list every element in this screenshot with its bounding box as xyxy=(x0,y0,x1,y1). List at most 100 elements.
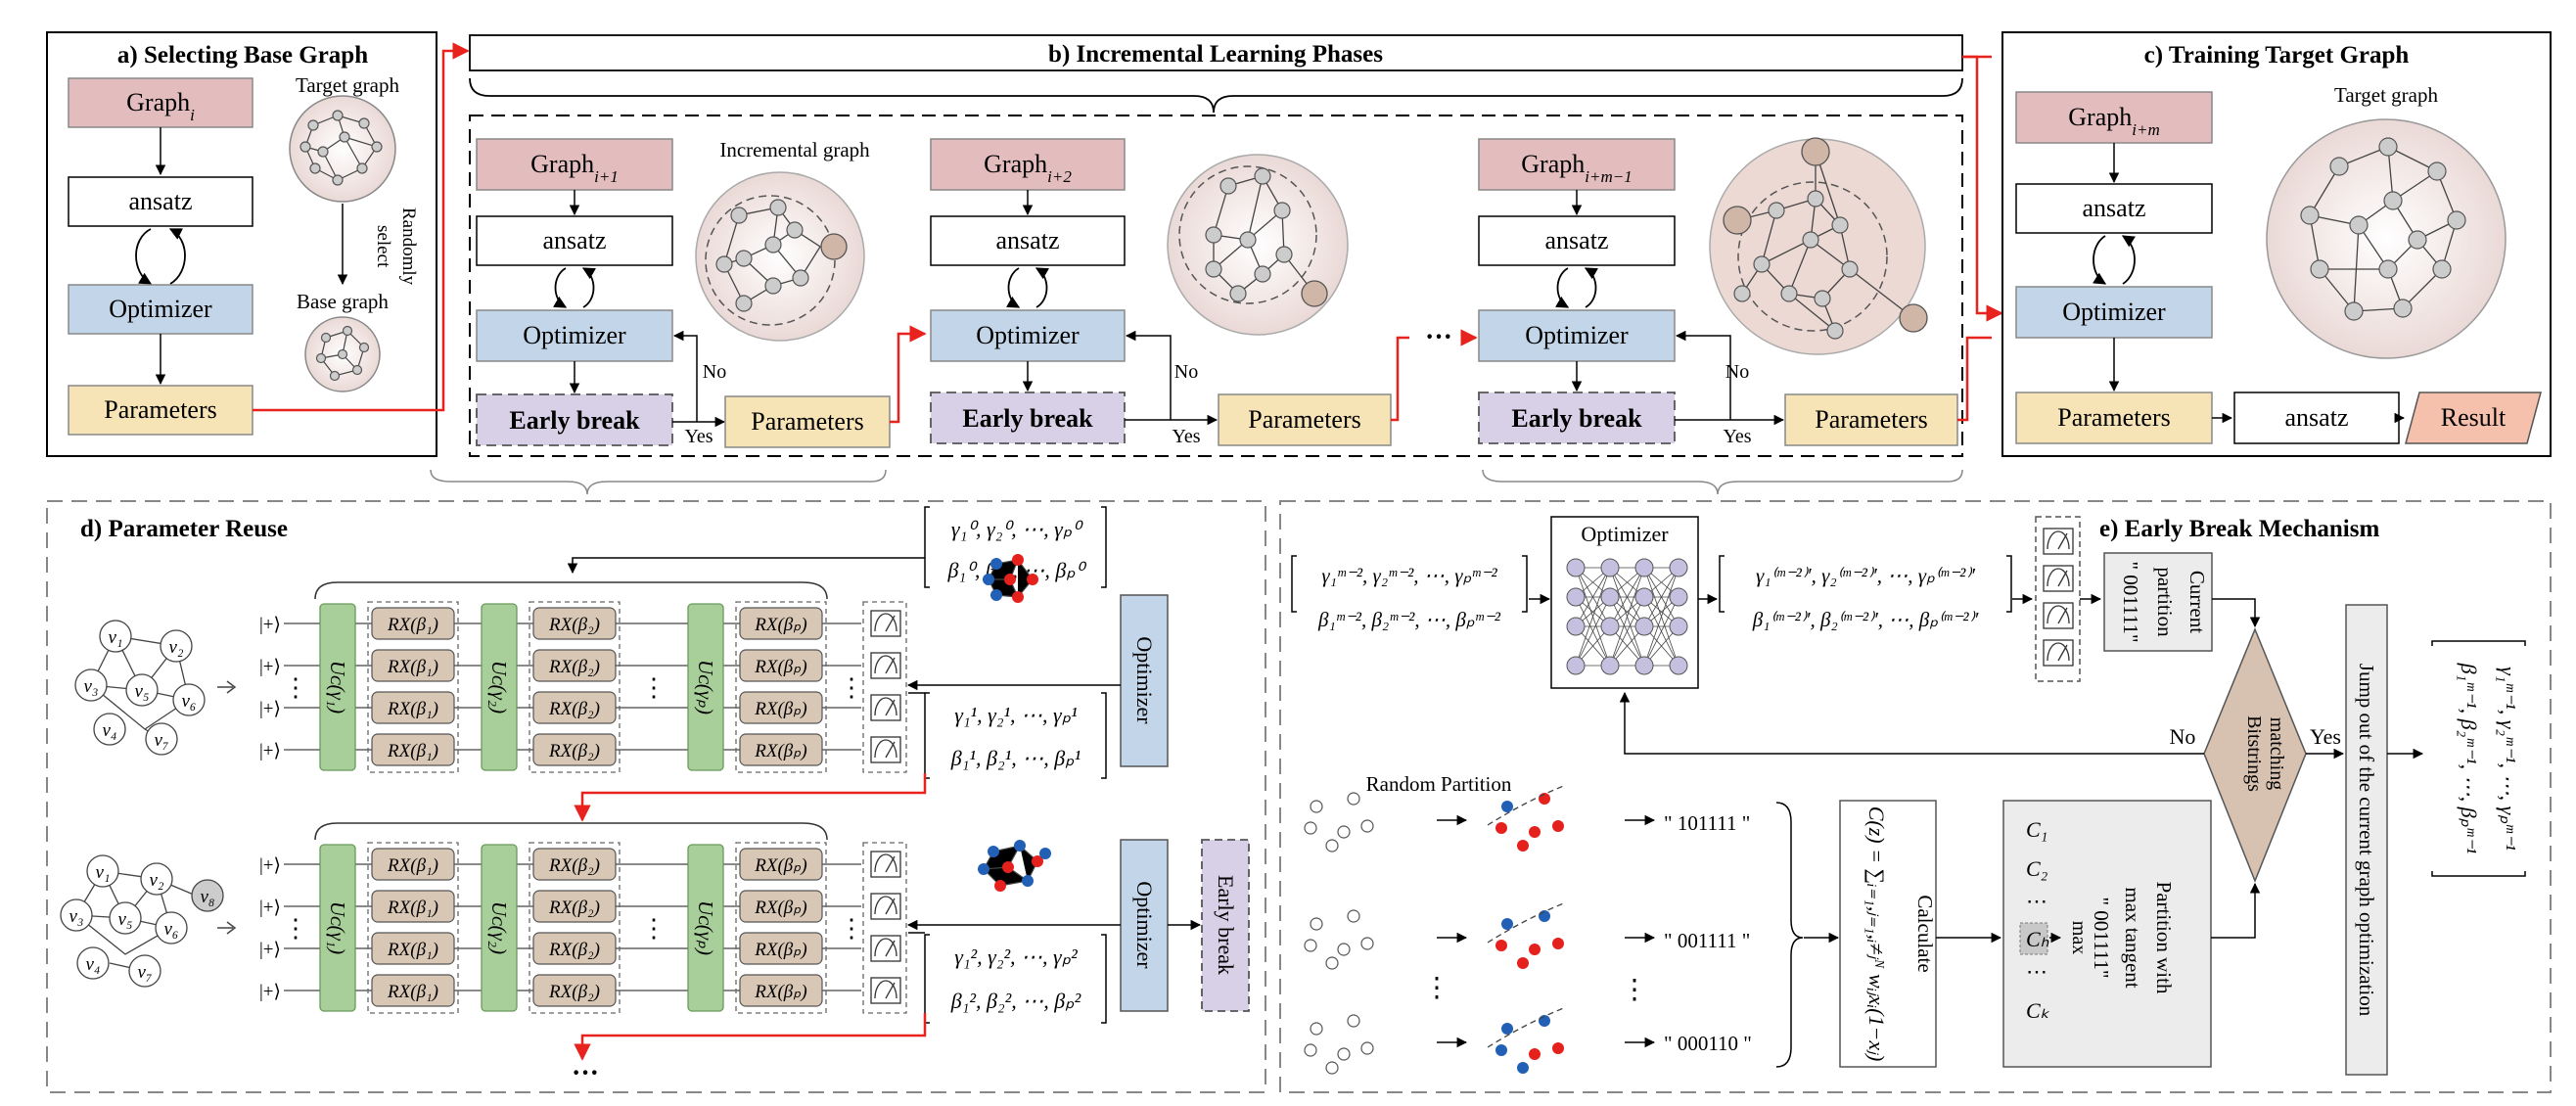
svg-text:γ₁², γ₂², ⋯, γₚ²: γ₁², γ₂², ⋯, γₚ² xyxy=(954,945,1078,969)
random-partitions xyxy=(1304,784,1656,1075)
svg-text:Parameters: Parameters xyxy=(1815,405,1928,434)
svg-text:RX(β₁): RX(β₁) xyxy=(387,657,438,677)
bitstring-1: " 101111 " xyxy=(1664,811,1750,835)
rx-gate xyxy=(532,691,617,724)
svg-text:ansatz: ansatz xyxy=(1545,226,1609,254)
svg-text:⋮: ⋮ xyxy=(283,914,308,943)
svg-text:v₁: v₁ xyxy=(108,627,122,648)
graph-2-nodes: v₁ v₂ v₈ v₃ v₅ v₆ v₄ v₇ xyxy=(60,854,237,988)
neural-net xyxy=(1566,558,1688,675)
rx-gate xyxy=(739,932,823,965)
bitstring-3: " 000110 " xyxy=(1664,1032,1752,1055)
phase-3: Graphi+m−1 ansatz Optimizer Early break … xyxy=(1478,137,1992,447)
rx-gate xyxy=(739,607,823,640)
graph-1-nodes: v₁ v₂ v₃ v₅ v₆ v₄ v₇ xyxy=(74,620,237,756)
measurement-icon xyxy=(870,694,901,721)
nn-optimizer: Optimizer xyxy=(1550,516,1699,689)
graph-i2-box xyxy=(930,138,1126,191)
uc-gate xyxy=(687,603,724,771)
svg-text:max tangent: max tangent xyxy=(2121,887,2144,988)
svg-text:Optimizer: Optimizer xyxy=(523,321,626,349)
rx-gate xyxy=(371,974,455,1007)
uc-gate xyxy=(481,844,518,1012)
svg-text:RX(β₂): RX(β₂) xyxy=(548,615,600,635)
svg-text:v₆: v₆ xyxy=(163,919,178,940)
svg-text:⋮: ⋮ xyxy=(1621,975,1648,1005)
panel-d-title: d) Parameter Reuse xyxy=(80,516,288,542)
svg-text:C₁: C₁ xyxy=(2026,817,2047,842)
ket-plus: |+⟩ xyxy=(259,982,281,1002)
input-params: γ₁ᵐ⁻², γ₂ᵐ⁻², ⋯, γₚᵐ⁻² β₁ᵐ⁻², β₂ᵐ⁻², ⋯, … xyxy=(1291,555,1528,631)
phase-2-ansatz xyxy=(930,215,1126,266)
svg-text:Yes: Yes xyxy=(1723,426,1751,447)
rx-gate xyxy=(532,649,617,682)
measurement-icon xyxy=(870,893,901,920)
svg-text:v₅: v₅ xyxy=(117,909,132,930)
phase-1-optimizer xyxy=(476,309,673,362)
svg-text:" 001111": " 001111" xyxy=(2119,561,2142,642)
svg-text:RX(β₂): RX(β₂) xyxy=(548,657,600,677)
ket-plus: |+⟩ xyxy=(259,615,281,635)
svg-text:RX(βₚ): RX(βₚ) xyxy=(754,982,806,1002)
rx-gate xyxy=(739,974,823,1007)
rx-gate xyxy=(739,649,823,682)
svg-text:γ₁⁽ᵐ⁻²⁾′, γ₂⁽ᵐ⁻²⁾′, ⋯, γₚ⁽ᵐ⁻²⁾: γ₁⁽ᵐ⁻²⁾′, γ₂⁽ᵐ⁻²⁾′, ⋯, γₚ⁽ᵐ⁻²⁾′ xyxy=(1756,564,1975,587)
svg-text:v₆: v₆ xyxy=(181,691,196,712)
svg-text:RX(βₚ): RX(βₚ) xyxy=(754,699,806,719)
measurement-icon xyxy=(2043,528,2074,555)
svg-text:γ₁⁰, γ₂⁰, ⋯, γₚ⁰: γ₁⁰, γ₂⁰, ⋯, γₚ⁰ xyxy=(951,517,1083,541)
ansatz-label: ansatz xyxy=(129,187,193,215)
svg-text:⋯: ⋯ xyxy=(2026,959,2047,984)
incremental-graph-icon-2 xyxy=(1167,154,1349,336)
base-graph-icon xyxy=(304,316,381,392)
svg-text:⋮: ⋮ xyxy=(1423,973,1450,1003)
svg-text:β₁ᵐ⁻¹, β₂ᵐ⁻¹, ⋯, βₚᵐ⁻¹: β₁ᵐ⁻¹, β₂ᵐ⁻¹, ⋯, βₚᵐ⁻¹ xyxy=(2457,663,2481,854)
svg-text:max: max xyxy=(2068,921,2090,954)
svg-text:Current: Current xyxy=(2185,571,2209,633)
graph-im1-label: Graphi+m−1 xyxy=(1521,150,1632,186)
rx-gate xyxy=(532,733,617,766)
target-graph-icon xyxy=(289,95,396,203)
svg-text:RX(β₂): RX(β₂) xyxy=(548,699,600,719)
svg-text:No: No xyxy=(2170,724,2196,749)
measurement-icon xyxy=(870,935,901,962)
rx-gate xyxy=(532,890,617,923)
ket-plus: |+⟩ xyxy=(259,940,281,960)
ket-plus: |+⟩ xyxy=(259,898,281,918)
svg-text:Early break: Early break xyxy=(962,404,1093,433)
svg-text:RX(β₁): RX(β₁) xyxy=(387,898,438,918)
svg-text:ansatz: ansatz xyxy=(543,226,607,254)
phase-3-early-break xyxy=(1478,392,1676,444)
svg-text:RX(βₚ): RX(βₚ) xyxy=(754,940,806,960)
phase-2-optimizer xyxy=(930,309,1126,362)
svg-text:Yes: Yes xyxy=(1172,426,1200,447)
measurement-icon xyxy=(870,610,901,637)
svg-text:Parameters: Parameters xyxy=(751,407,864,436)
svg-text:Optimizer: Optimizer xyxy=(976,321,1080,349)
svg-text:RX(βₚ): RX(βₚ) xyxy=(754,657,806,677)
panel-c-parameters xyxy=(2015,392,2213,444)
circuits: |+⟩|+⟩|+⟩|+⟩⋮⋮⋮Uᴄ(γ₁)RX(β₁)RX(β₁)RX(β₁)R… xyxy=(259,581,907,1014)
rx-gate xyxy=(532,607,617,640)
svg-text:" 001111": " 001111" xyxy=(2090,897,2113,978)
rx-gate xyxy=(371,890,455,923)
select-label: select xyxy=(373,225,393,268)
svg-text:RX(β₂): RX(β₂) xyxy=(548,940,600,960)
svg-text:RX(β₁): RX(β₁) xyxy=(387,940,438,960)
graph-im-box xyxy=(2015,91,2213,144)
panel-d-ellipsis: ··· xyxy=(572,1058,599,1088)
phase-3-ansatz xyxy=(1478,215,1676,266)
svg-text:Uᴄ(γₚ): Uᴄ(γₚ) xyxy=(694,900,717,955)
rx-gate xyxy=(371,649,455,682)
panel-d: d) Parameter Reuse |+⟩|+⟩|+⟩|+⟩⋮⋮⋮Uᴄ(γ₁)… xyxy=(46,500,1266,1093)
optimizer-column-2 xyxy=(1120,839,1169,1012)
svg-text:Early break: Early break xyxy=(509,406,640,435)
svg-text:v₂: v₂ xyxy=(168,637,183,658)
measurement-icon xyxy=(870,736,901,763)
ket-plus: |+⟩ xyxy=(259,741,281,761)
svg-text:ansatz: ansatz xyxy=(996,226,1060,254)
panel-b-title: b) Incremental Learning Phases xyxy=(1048,41,1383,68)
svg-text:⋮: ⋮ xyxy=(839,673,864,702)
rx-gate xyxy=(371,691,455,724)
params-0: γ₁⁰, γ₂⁰, ⋯, γₚ⁰ β₁⁰, β₂⁰, ⋯, βₚ⁰ xyxy=(924,506,1107,588)
